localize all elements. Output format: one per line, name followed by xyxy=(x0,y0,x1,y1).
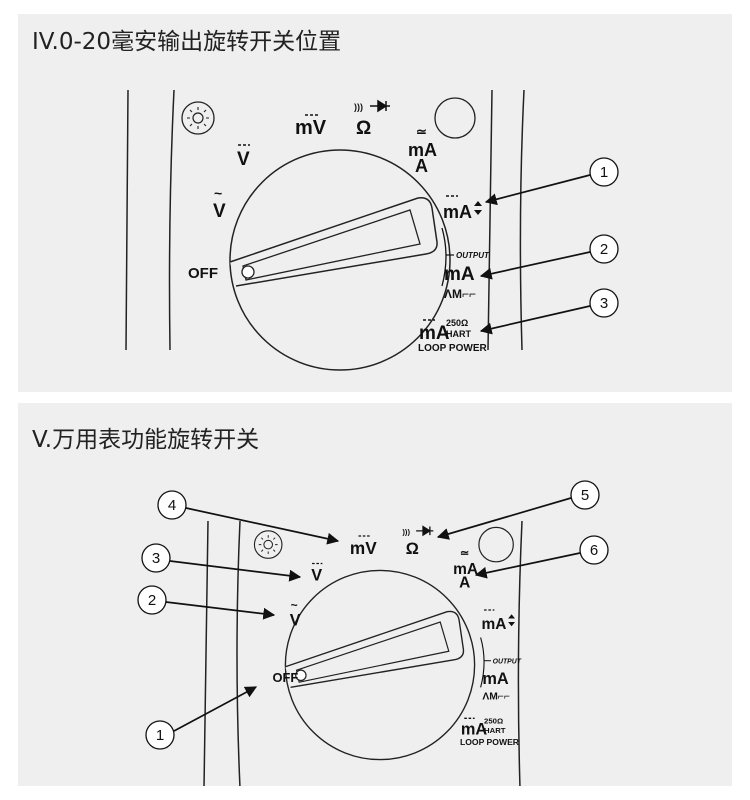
output-label: OUTPUT xyxy=(493,658,522,665)
label-250-ohm: 250Ω xyxy=(446,318,468,328)
pointer-dot xyxy=(295,669,307,682)
continuity-icon: ))) xyxy=(402,527,410,536)
pointer-dot xyxy=(241,265,255,279)
callout-2: 2 xyxy=(137,585,167,615)
callout-4: 4 xyxy=(157,490,187,520)
callout-arrow xyxy=(185,507,340,545)
callout-3: 3 xyxy=(141,543,171,573)
position-v-ac: V xyxy=(213,201,226,222)
callout-arrow xyxy=(479,251,591,280)
waveforms-icon: ΛM⌐⌐ xyxy=(482,691,510,702)
diode-icon xyxy=(416,525,434,537)
housing-line xyxy=(236,520,241,786)
position-mv: mV xyxy=(295,117,327,139)
panel-title: IV.0-20毫安输出旋转开关位置 xyxy=(32,29,341,55)
svg-text:4: 4 xyxy=(168,497,176,514)
position-ma-top: mA xyxy=(453,561,478,578)
svg-text:2: 2 xyxy=(600,241,608,258)
callout-arrow xyxy=(173,686,258,732)
round-button[interactable] xyxy=(434,97,476,139)
position-ma-hart: mA xyxy=(461,721,488,739)
label-hart: HART xyxy=(484,726,506,735)
svg-text:5: 5 xyxy=(581,487,589,504)
rotary-switch: mV ))) Ω ≃ mA A V ~ V OFF mA OUTPUT mA Λ… xyxy=(181,97,490,371)
callout-arrow xyxy=(474,552,581,579)
continuity-icon: ))) xyxy=(354,102,363,112)
position-a: A xyxy=(459,575,470,592)
dial[interactable] xyxy=(284,569,476,761)
position-a: A xyxy=(415,156,428,176)
position-v-dc: V xyxy=(311,567,322,585)
round-button[interactable] xyxy=(478,526,514,563)
housing-line xyxy=(203,520,209,786)
position-ma-updown: mA xyxy=(443,202,472,222)
backlight-icon[interactable] xyxy=(181,101,215,135)
panel-multimeter-rotary-switch: V.万用表功能旋转开关 mV ))) Ω ≃ mA A V ~ V xyxy=(18,403,732,786)
up-down-arrow-icon xyxy=(508,614,516,627)
diode-icon xyxy=(370,99,390,113)
up-down-arrow-icon xyxy=(474,201,482,215)
rotary-switch: mV ))) Ω ≃ mA A V ~ V OFF mA OUTPUT mA Λ… xyxy=(253,525,522,761)
callout-arrow xyxy=(479,305,591,335)
svg-text:1: 1 xyxy=(156,727,164,744)
callout-arrow xyxy=(436,497,572,540)
position-v-dc: V xyxy=(237,149,250,170)
diagram-multimeter: V.万用表功能旋转开关 mV ))) Ω ≃ mA A V ~ V xyxy=(32,427,609,786)
housing-line xyxy=(517,520,523,786)
housing-line xyxy=(125,89,129,351)
ac-symbol-icon: ~ xyxy=(291,598,298,612)
callout-3: 3 xyxy=(589,288,619,318)
backlight-icon[interactable] xyxy=(253,530,283,559)
panel-title: V.万用表功能旋转开关 xyxy=(32,427,259,453)
position-mv: mV xyxy=(350,538,377,558)
position-ma-top: mA xyxy=(408,140,437,160)
callout-5: 5 xyxy=(570,480,600,510)
output-label: OUTPUT xyxy=(456,251,490,260)
waveforms-icon: ΛM⌐⌐ xyxy=(444,287,476,301)
dial-lever[interactable] xyxy=(285,610,465,689)
dial-lever[interactable] xyxy=(229,196,438,287)
position-ma-sim: mA xyxy=(482,670,509,688)
position-ohm: Ω xyxy=(356,118,371,139)
position-v-ac: V xyxy=(290,611,301,629)
housing-line xyxy=(487,89,493,351)
svg-text:3: 3 xyxy=(600,295,608,312)
callout-arrow xyxy=(484,174,591,206)
position-off: OFF xyxy=(273,670,299,685)
callout-1: 1 xyxy=(145,720,175,750)
position-off: OFF xyxy=(188,265,218,282)
label-loop-power: LOOP POWER xyxy=(418,343,487,354)
position-ma-hart: mA xyxy=(419,323,450,344)
label-hart: HART xyxy=(446,329,471,339)
panel-ma-output-switch-positions: IV.0-20毫安输出旋转开关位置 mV ))) Ω ≃ mA A V xyxy=(18,14,732,392)
output-bracket xyxy=(441,227,447,287)
callout-arrow xyxy=(169,560,302,582)
housing-line xyxy=(519,89,525,351)
svg-text:2: 2 xyxy=(148,592,156,609)
ac-symbol-icon: ~ xyxy=(214,185,222,201)
callout-2: 2 xyxy=(589,234,619,264)
housing-line xyxy=(168,89,175,351)
diagram-ma-output: IV.0-20毫安输出旋转开关位置 mV ))) Ω ≃ mA A V xyxy=(32,29,619,371)
ac-dc-symbol-icon: ≃ xyxy=(460,548,469,560)
callout-6: 6 xyxy=(579,535,609,565)
svg-text:3: 3 xyxy=(152,550,160,567)
output-bracket xyxy=(480,637,485,688)
dial[interactable] xyxy=(229,149,451,371)
position-ma-updown: mA xyxy=(481,616,506,633)
position-ohm: Ω xyxy=(406,540,419,558)
callout-arrow xyxy=(165,601,276,620)
ac-dc-symbol-icon: ≃ xyxy=(416,124,427,139)
callout-1: 1 xyxy=(589,157,619,187)
position-ma-sim: mA xyxy=(444,264,475,285)
svg-text:6: 6 xyxy=(590,542,598,559)
label-loop-power: LOOP POWER xyxy=(460,737,520,747)
label-250-ohm: 250Ω xyxy=(484,716,503,725)
svg-text:1: 1 xyxy=(600,164,608,181)
